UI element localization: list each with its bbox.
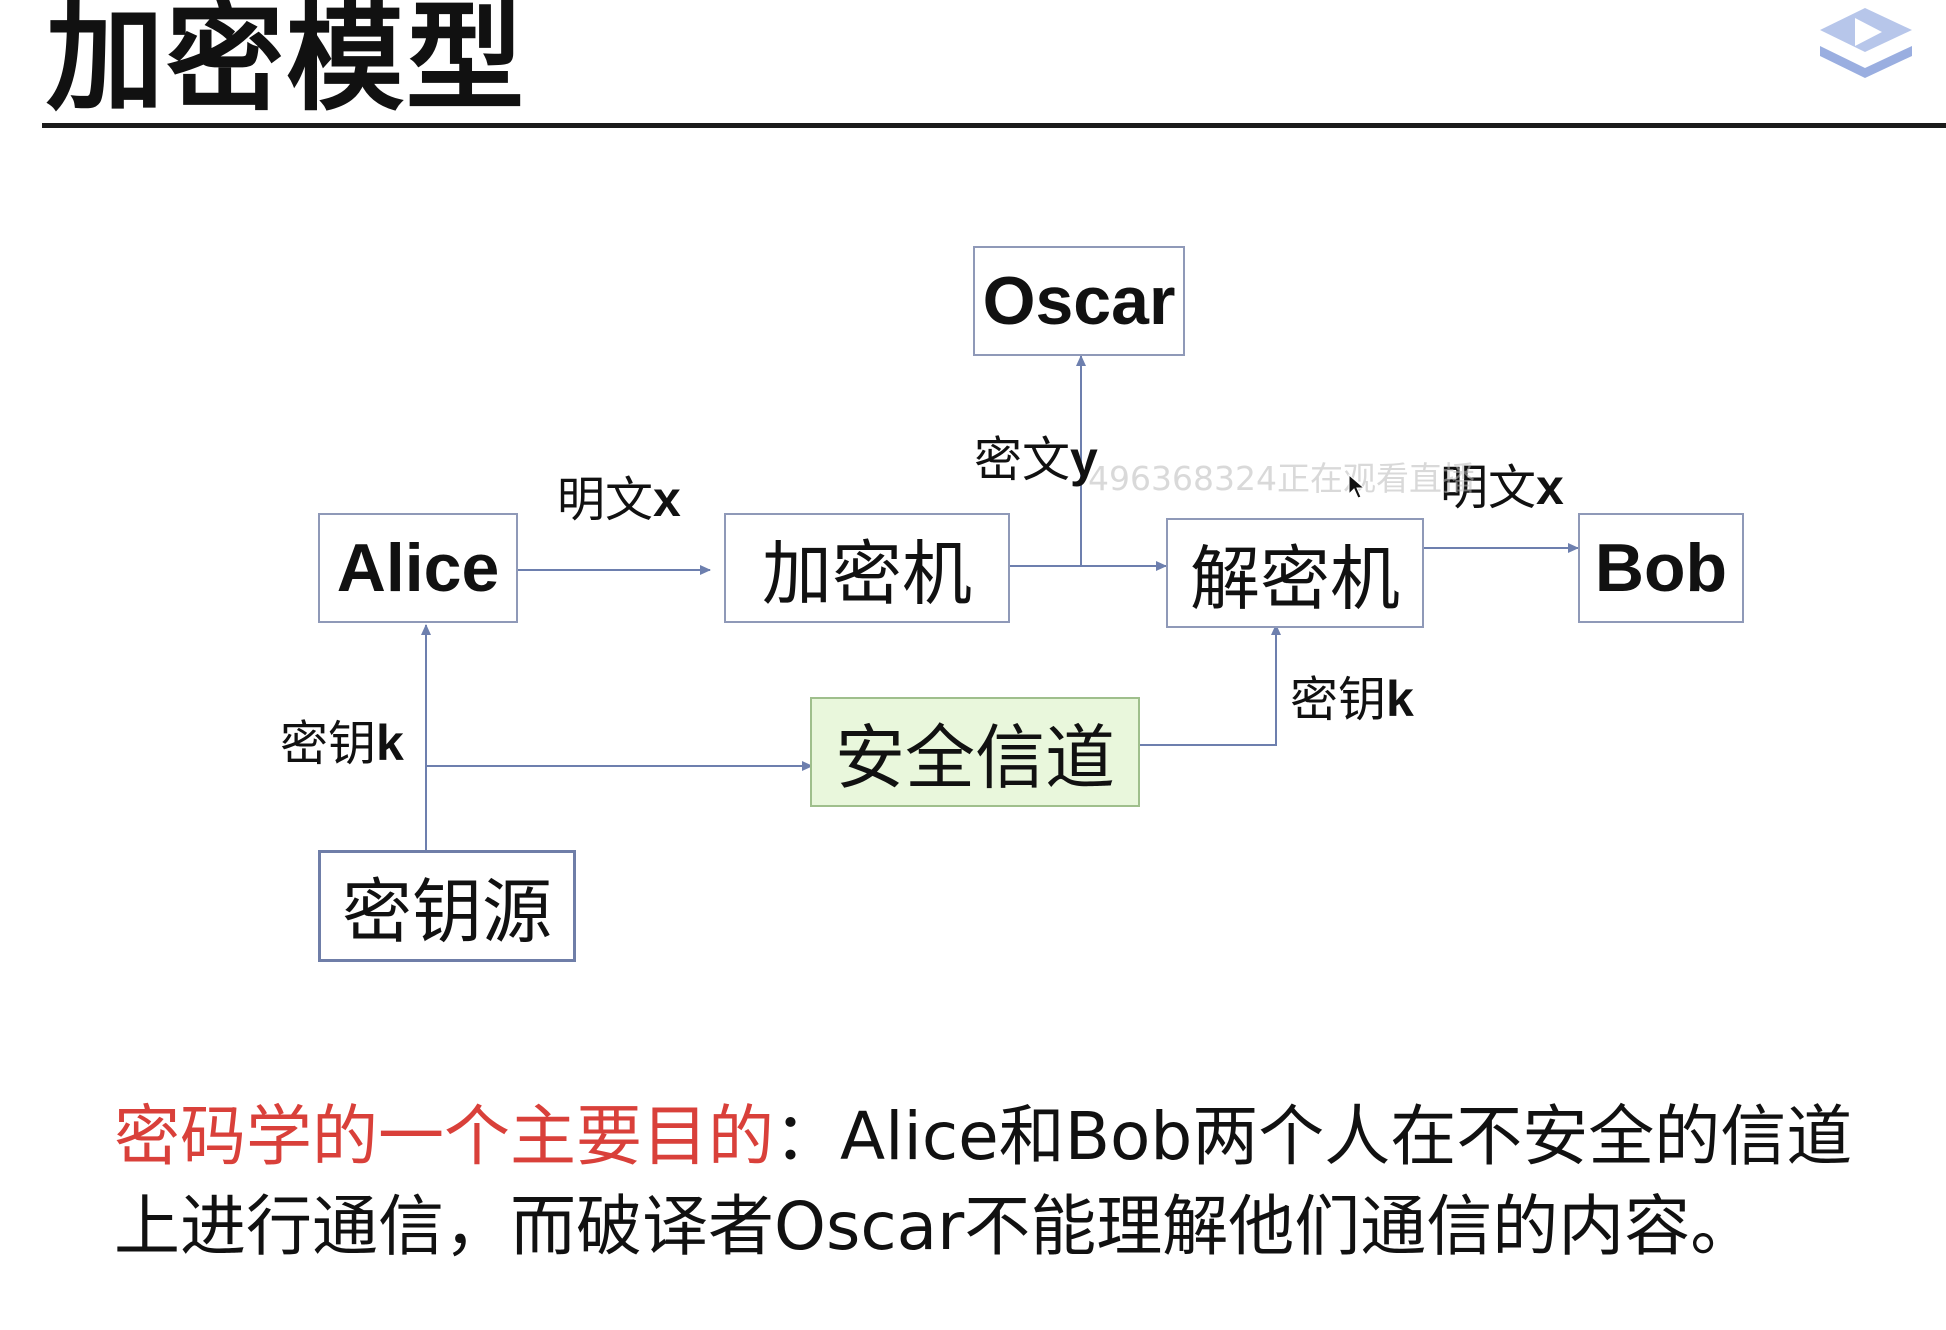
- caption-body: Alice和Bob两个人在不安全的信道上进行通信，而破译者Oscar不能理解他们…: [114, 1098, 1853, 1265]
- node-secure-channel: 安全信道: [810, 697, 1140, 807]
- label-key-left: 密钥k: [280, 718, 404, 768]
- play-logo-icon: [1820, 8, 1912, 78]
- label-ciphertext: 密文y: [974, 434, 1098, 484]
- label-key-right: 密钥k: [1290, 674, 1414, 724]
- viewer-watermark: 496368324正在观看直播: [1088, 459, 1475, 498]
- label-key-left-var: k: [376, 715, 404, 771]
- caption-highlight: 密码学的一个主要目的: [114, 1098, 774, 1175]
- node-bob: Bob: [1578, 513, 1744, 623]
- label-key-right-var: k: [1386, 671, 1414, 727]
- node-key-source: 密钥源: [318, 850, 576, 962]
- label-ciphertext-var: y: [1070, 431, 1098, 487]
- mouse-pointer-icon: [1348, 474, 1366, 499]
- label-plaintext-out-var: x: [1536, 459, 1564, 515]
- label-key-right-text: 密钥: [1290, 672, 1387, 728]
- slide-title: 加密模型: [46, 0, 527, 127]
- title-divider: [42, 123, 1946, 128]
- label-key-left-text: 密钥: [280, 716, 377, 772]
- label-ciphertext-text: 密文: [974, 432, 1071, 488]
- node-alice: Alice: [318, 513, 518, 623]
- label-plaintext-in-var: x: [653, 471, 681, 527]
- node-encryptor: 加密机: [724, 513, 1010, 623]
- label-plaintext-in: 明文x: [557, 474, 681, 524]
- caption-separator: ：: [774, 1098, 840, 1175]
- label-plaintext-out-text: 明文: [1440, 460, 1537, 516]
- node-oscar: Oscar: [973, 246, 1185, 356]
- caption: 密码学的一个主要目的：Alice和Bob两个人在不安全的信道上进行通信，而破译者…: [114, 1092, 1914, 1272]
- node-decryptor: 解密机: [1166, 518, 1424, 628]
- label-plaintext-out: 明文x: [1440, 462, 1564, 512]
- arrow-channel-to-decryptor: [1140, 624, 1281, 746]
- label-plaintext-in-text: 明文: [557, 472, 654, 528]
